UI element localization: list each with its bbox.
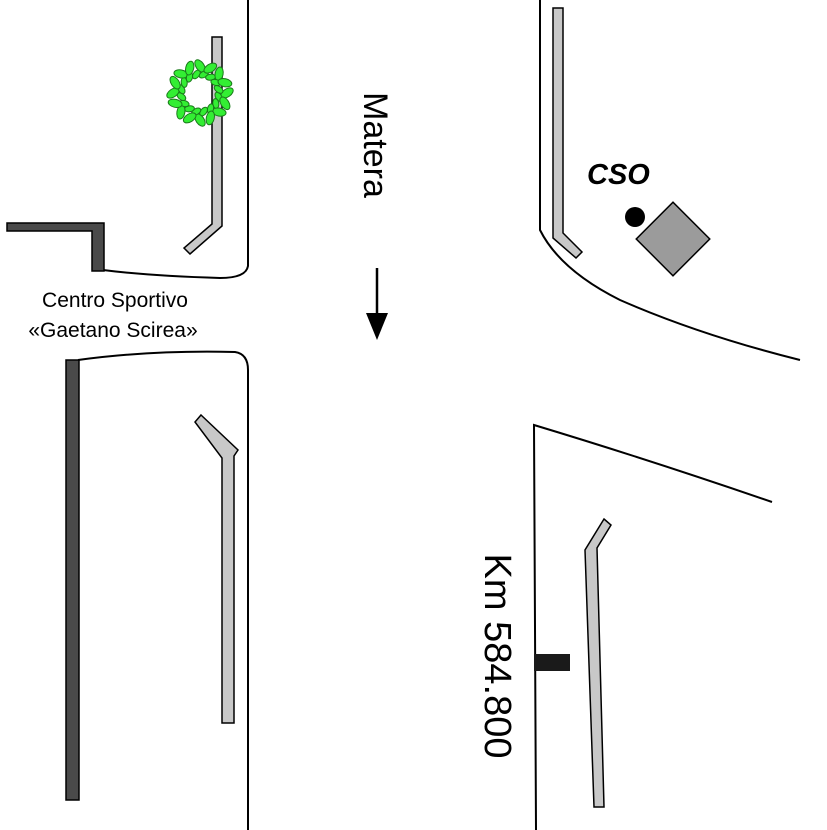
boundary-wall-bottom	[65, 359, 80, 801]
km-marker-icon	[534, 654, 570, 671]
station-label: CSO	[587, 159, 650, 191]
road-edge-left-top	[102, 0, 249, 280]
guardrail-right-top	[552, 7, 584, 260]
road-edge-right-bottom	[532, 423, 773, 830]
building-icon	[635, 201, 711, 277]
sports-center-label-line1: Centro Sportivo	[42, 289, 188, 312]
tree-leaf	[203, 62, 218, 74]
road-edges	[77, 0, 801, 830]
guardrails	[182, 7, 612, 808]
tree-icon	[166, 59, 234, 127]
dot-icon	[625, 207, 645, 227]
tree-leaf	[219, 96, 231, 111]
tree-leaf	[167, 98, 183, 109]
tree-leaf	[205, 110, 216, 126]
tree-leaf	[217, 78, 233, 88]
tree-leaf	[213, 85, 224, 94]
arrow-down-icon	[366, 268, 388, 340]
direction-label: Matera	[356, 92, 394, 198]
boundary-wall-top	[6, 222, 105, 272]
km-label: Km 584.800	[476, 554, 518, 759]
road-edge-right-top	[539, 0, 801, 361]
tree-leaf	[169, 75, 181, 90]
guardrail-right-bottom	[584, 517, 612, 808]
tree-leaf	[182, 112, 197, 124]
road-edge-left-bottom	[77, 350, 249, 830]
sports-center-label-line2: «Gaetano Scirea»	[28, 319, 197, 342]
tree-leaf	[184, 60, 195, 76]
guardrail-left-top	[182, 36, 223, 256]
guardrail-left-bottom	[194, 413, 239, 724]
